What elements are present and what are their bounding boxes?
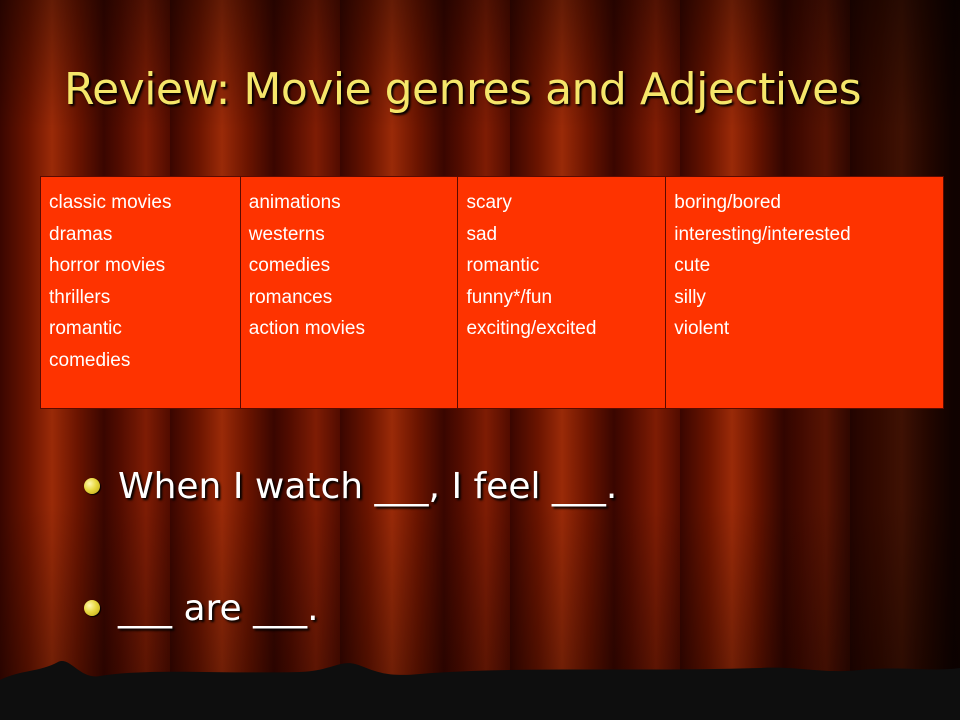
cell-line: animations bbox=[248, 192, 341, 213]
list-item: When I watch ___, I feel ___. bbox=[84, 456, 617, 516]
cell-line: romantic bbox=[49, 318, 122, 339]
table-cell-genres-1: classic movies dramas horror movies thri… bbox=[40, 176, 241, 409]
bullet-dot-icon bbox=[84, 600, 100, 616]
cell-line: classic movies bbox=[49, 192, 172, 213]
cell-line: sad bbox=[466, 223, 498, 245]
cell-line: scary bbox=[466, 192, 512, 213]
list-item: ___ are ___. bbox=[84, 578, 617, 638]
bullet-text: When I watch ___, I feel ___. bbox=[118, 465, 618, 507]
cell-line: funny*/fun bbox=[466, 286, 553, 308]
cell-line: romances bbox=[248, 286, 333, 308]
cell-line: romantic bbox=[466, 255, 540, 276]
table-cell-adjectives-2: boring/bored interesting/interested cute… bbox=[665, 176, 944, 409]
table-cell-genres-2: animations westerns comedies romances ac… bbox=[239, 176, 459, 409]
cell-line: action movies bbox=[248, 318, 365, 339]
cell-line: interesting/interested bbox=[674, 223, 851, 245]
cell-line: exciting/excited bbox=[466, 318, 597, 339]
slide-title: Review: Movie genres and Adjectives bbox=[64, 64, 862, 115]
cell-line: boring/bored bbox=[674, 192, 781, 213]
genre-adjective-table: classic movies dramas horror movies thri… bbox=[40, 176, 944, 409]
table-row: classic movies dramas horror movies thri… bbox=[40, 176, 944, 409]
cell-line: dramas bbox=[49, 223, 113, 245]
table-cell-adjectives-1: scary sad romantic funny*/fun exciting/e… bbox=[457, 176, 667, 409]
cell-line: westerns bbox=[248, 223, 325, 245]
cell-line: violent bbox=[674, 318, 730, 339]
cell-line: cute bbox=[674, 255, 711, 276]
cell-line: thrillers bbox=[49, 286, 111, 308]
cell-line: comedies bbox=[248, 255, 331, 276]
bullet-list: When I watch ___, I feel ___. ___ are __… bbox=[84, 456, 617, 700]
bullet-text: ___ are ___. bbox=[118, 587, 319, 629]
bullet-dot-icon bbox=[84, 478, 100, 494]
cell-line: comedies bbox=[49, 349, 131, 371]
cell-line: silly bbox=[674, 286, 706, 308]
cell-line: horror movies bbox=[49, 255, 166, 276]
stage-floor bbox=[0, 661, 960, 720]
